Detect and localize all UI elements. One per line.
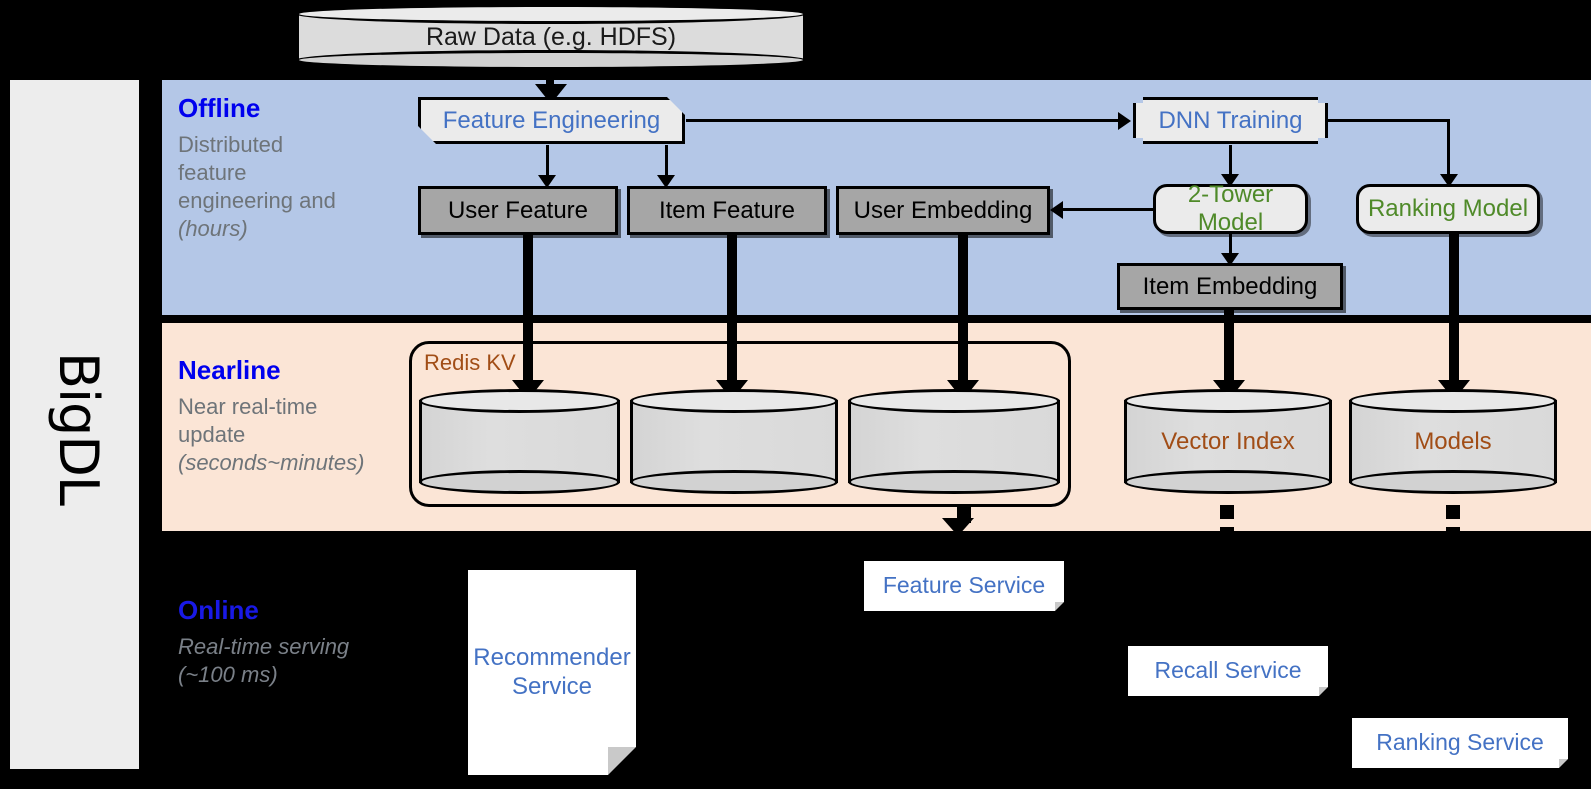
store-vector-index[interactable]: Vector Index bbox=[1124, 389, 1332, 494]
bigdl-rail-label-wrap: BigDL bbox=[10, 80, 147, 777]
item-feature-label: Item Feature bbox=[658, 196, 796, 224]
feature-service-label: Feature Service bbox=[882, 572, 1046, 599]
connector-dnn-ranking-h bbox=[1328, 119, 1450, 122]
store-user-feature-top bbox=[419, 389, 620, 413]
connector-fe-userfeature bbox=[546, 145, 549, 179]
feature-service-fold-icon bbox=[1055, 602, 1064, 611]
store-user-feature-bottom bbox=[419, 470, 620, 494]
recommender-service-label: Recommender Service bbox=[473, 643, 631, 700]
node-recommender-service[interactable]: Recommender Service bbox=[468, 570, 636, 775]
store-item-feature[interactable] bbox=[630, 389, 838, 494]
store-user-feature[interactable] bbox=[419, 389, 620, 494]
dash-vector-index-2 bbox=[1220, 527, 1234, 541]
arrowhead-twotower-itemembedding bbox=[1221, 253, 1239, 266]
arrowhead-fe-userfeature bbox=[538, 175, 556, 188]
user-feature-label: User Feature bbox=[447, 196, 589, 224]
connector-twotower-userembedding bbox=[1063, 208, 1153, 211]
connector-dnn-ranking-v bbox=[1447, 119, 1450, 177]
recall-service-label: Recall Service bbox=[1154, 657, 1302, 684]
store-user-embedding[interactable] bbox=[848, 389, 1060, 494]
node-item-embedding[interactable]: Item Embedding bbox=[1117, 263, 1343, 310]
nearline-layer-label: Nearline Near real-time update (seconds~… bbox=[178, 355, 365, 477]
node-recall-service[interactable]: Recall Service bbox=[1128, 646, 1328, 696]
arrowhead-fe-itemfeature bbox=[657, 175, 675, 188]
connector-rawdata-fe bbox=[546, 70, 554, 88]
node-dnn-training[interactable]: DNN Training bbox=[1133, 97, 1328, 144]
store-user-embedding-bottom bbox=[848, 470, 1060, 494]
arrowhead-fe-dnn bbox=[1118, 112, 1131, 130]
bigdl-rail-label: BigDL bbox=[47, 352, 110, 505]
arrowhead-redis-featureservice bbox=[942, 518, 974, 536]
recall-service-fold-icon bbox=[1319, 687, 1328, 696]
online-title: Online bbox=[178, 595, 259, 625]
store-models[interactable]: Models bbox=[1349, 389, 1557, 494]
node-ranking-model[interactable]: Ranking Model bbox=[1356, 184, 1540, 234]
arrowhead-dnn-ranking bbox=[1440, 174, 1458, 187]
connector-twotower-itemembedding bbox=[1229, 234, 1232, 262]
raw-data-top bbox=[296, 4, 806, 24]
store-user-embedding-label bbox=[848, 389, 1060, 494]
node-feature-service[interactable]: Feature Service bbox=[864, 561, 1064, 611]
pipe-ranking-model bbox=[1449, 234, 1459, 385]
store-vector-index-label: Vector Index bbox=[1161, 427, 1295, 455]
offline-description: Distributed feature engineering and (hou… bbox=[178, 131, 336, 242]
pipe-user-feature bbox=[523, 235, 533, 385]
store-vector-index-bottom bbox=[1124, 470, 1332, 494]
two-tower-model-label: 2-Tower Model bbox=[1187, 181, 1274, 236]
store-user-embedding-top bbox=[848, 389, 1060, 413]
nearline-title: Nearline bbox=[178, 355, 281, 385]
store-item-feature-top bbox=[630, 389, 838, 413]
item-embedding-label: Item Embedding bbox=[1142, 272, 1318, 300]
node-feature-engineering[interactable]: Feature Engineering bbox=[418, 97, 685, 144]
connector-dnn-twotower bbox=[1229, 145, 1232, 179]
node-user-embedding[interactable]: User Embedding bbox=[836, 186, 1050, 235]
dash-models-2 bbox=[1446, 527, 1460, 541]
user-embedding-label: User Embedding bbox=[853, 196, 1033, 224]
dash-vector-index-1 bbox=[1220, 505, 1234, 519]
online-description: Real-time serving (~100 ms) bbox=[178, 633, 350, 687]
ranking-service-fold-icon bbox=[1559, 759, 1568, 768]
store-vector-index-top bbox=[1124, 389, 1332, 413]
bigdl-rail: BigDL bbox=[6, 76, 143, 773]
node-two-tower-model[interactable]: 2-Tower Model bbox=[1153, 181, 1308, 236]
dash-models-1 bbox=[1446, 505, 1460, 519]
store-models-bottom bbox=[1349, 470, 1557, 494]
pipe-item-embedding bbox=[1224, 310, 1234, 385]
feature-engineering-label: Feature Engineering bbox=[442, 106, 661, 134]
nearline-description: Near real-time update (seconds~minutes) bbox=[178, 393, 365, 475]
online-layer-label: Online Real-time serving (~100 ms) bbox=[178, 596, 353, 689]
arrowhead-dnn-twotower bbox=[1221, 174, 1239, 187]
raw-data-store: Raw Data (e.g. HDFS) bbox=[296, 4, 806, 70]
store-user-feature-label bbox=[419, 389, 620, 494]
ranking-model-label: Ranking Model bbox=[1367, 195, 1529, 223]
offline-layer-label: Offline Distributed feature engineering … bbox=[178, 94, 353, 243]
ranking-service-label: Ranking Service bbox=[1376, 729, 1544, 756]
dnn-training-label: DNN Training bbox=[1158, 106, 1303, 134]
node-user-feature[interactable]: User Feature bbox=[418, 186, 618, 235]
pipe-user-embedding bbox=[958, 235, 968, 385]
redis-kv-container bbox=[409, 341, 1071, 507]
offline-title: Offline bbox=[178, 93, 261, 123]
raw-data-bottom bbox=[296, 50, 806, 70]
connector-fe-dnn bbox=[686, 119, 1118, 122]
recommender-service-fold-icon bbox=[608, 747, 636, 775]
redis-kv-label: Redis KV bbox=[424, 350, 516, 375]
node-ranking-service[interactable]: Ranking Service bbox=[1352, 718, 1568, 768]
pipe-item-feature bbox=[727, 235, 737, 385]
node-item-feature[interactable]: Item Feature bbox=[627, 186, 827, 235]
arrowhead-twotower-userembedding bbox=[1050, 201, 1063, 219]
store-item-feature-label bbox=[630, 389, 838, 494]
raw-data-label: Raw Data (e.g. HDFS) bbox=[425, 22, 677, 51]
connector-fe-itemfeature bbox=[665, 145, 668, 179]
store-models-top bbox=[1349, 389, 1557, 413]
store-models-label: Models bbox=[1414, 427, 1492, 455]
store-item-feature-bottom bbox=[630, 470, 838, 494]
